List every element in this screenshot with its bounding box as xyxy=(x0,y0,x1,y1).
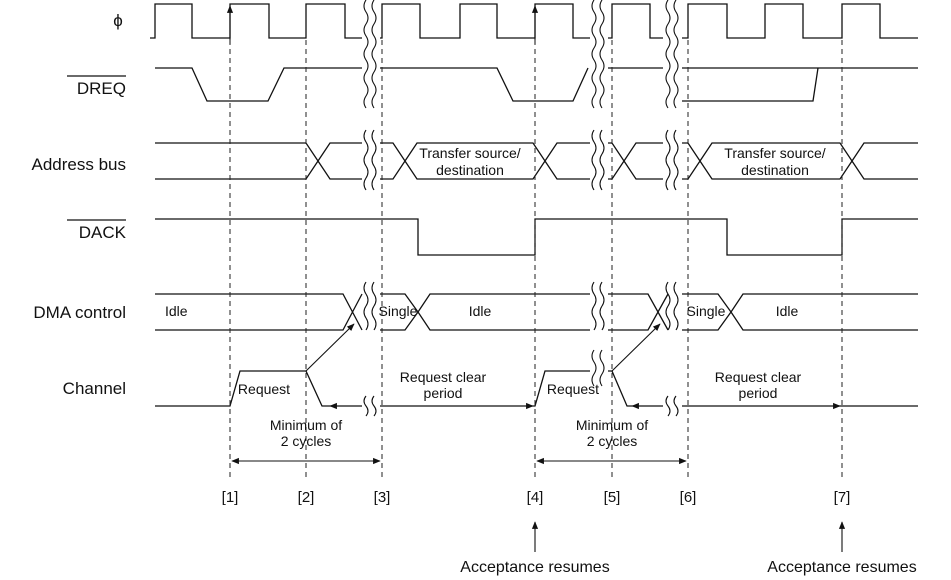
minimum-1a: Minimum of xyxy=(270,417,342,433)
channel-request-2: Request xyxy=(547,381,599,397)
minimum-2a: Minimum of xyxy=(576,417,648,433)
dreq-label: DREQ xyxy=(77,79,126,98)
address-label-2a: Transfer source/ xyxy=(724,145,826,161)
dreq-waveform xyxy=(155,67,918,102)
guide-lines xyxy=(229,40,843,480)
clear-period-2b: period xyxy=(739,385,778,401)
dma-state-single-2: Single xyxy=(687,303,726,319)
marker-7: [7] xyxy=(834,489,851,506)
dma-state-idle-1: Idle xyxy=(165,303,188,319)
request-to-single-arrow-1 xyxy=(305,323,355,372)
clear-period-1a: Request clear xyxy=(400,369,487,385)
address-bus-waveform xyxy=(155,142,918,180)
address-label-1b: destination xyxy=(436,162,504,178)
dma-state-idle-2: Idle xyxy=(469,303,492,319)
dma-state-idle-3: Idle xyxy=(776,303,799,319)
dack-label: DACK xyxy=(79,223,127,242)
dma-control-label: DMA control xyxy=(33,303,126,322)
dma-state-single-1: Single xyxy=(379,303,418,319)
dma-control-waveform xyxy=(155,293,918,331)
dack-waveform xyxy=(155,218,918,256)
address-label-1a: Transfer source/ xyxy=(419,145,521,161)
marker-4: [4] xyxy=(527,489,544,506)
phi-label: ϕ xyxy=(113,11,123,30)
address-bus-label: Address bus xyxy=(32,155,127,174)
clear-period-2a: Request clear xyxy=(715,369,802,385)
channel-request-1: Request xyxy=(238,381,290,397)
channel-waveform xyxy=(155,370,918,407)
acceptance-resumes-2: Acceptance resumes xyxy=(767,559,916,576)
phi-waveform xyxy=(150,3,918,39)
marker-6: [6] xyxy=(680,489,697,506)
clear-period-1b: period xyxy=(424,385,463,401)
marker-3: [3] xyxy=(374,489,391,506)
break-marks xyxy=(363,0,679,417)
request-to-single-arrow-2 xyxy=(611,323,661,372)
marker-2: [2] xyxy=(298,489,315,506)
channel-label: Channel xyxy=(63,379,126,398)
marker-5: [5] xyxy=(604,489,621,506)
minimum-2b: 2 cycles xyxy=(587,433,638,449)
acceptance-resumes-1: Acceptance resumes xyxy=(460,559,609,576)
minimum-1b: 2 cycles xyxy=(281,433,332,449)
marker-1: [1] xyxy=(222,489,239,506)
address-label-2b: destination xyxy=(741,162,809,178)
